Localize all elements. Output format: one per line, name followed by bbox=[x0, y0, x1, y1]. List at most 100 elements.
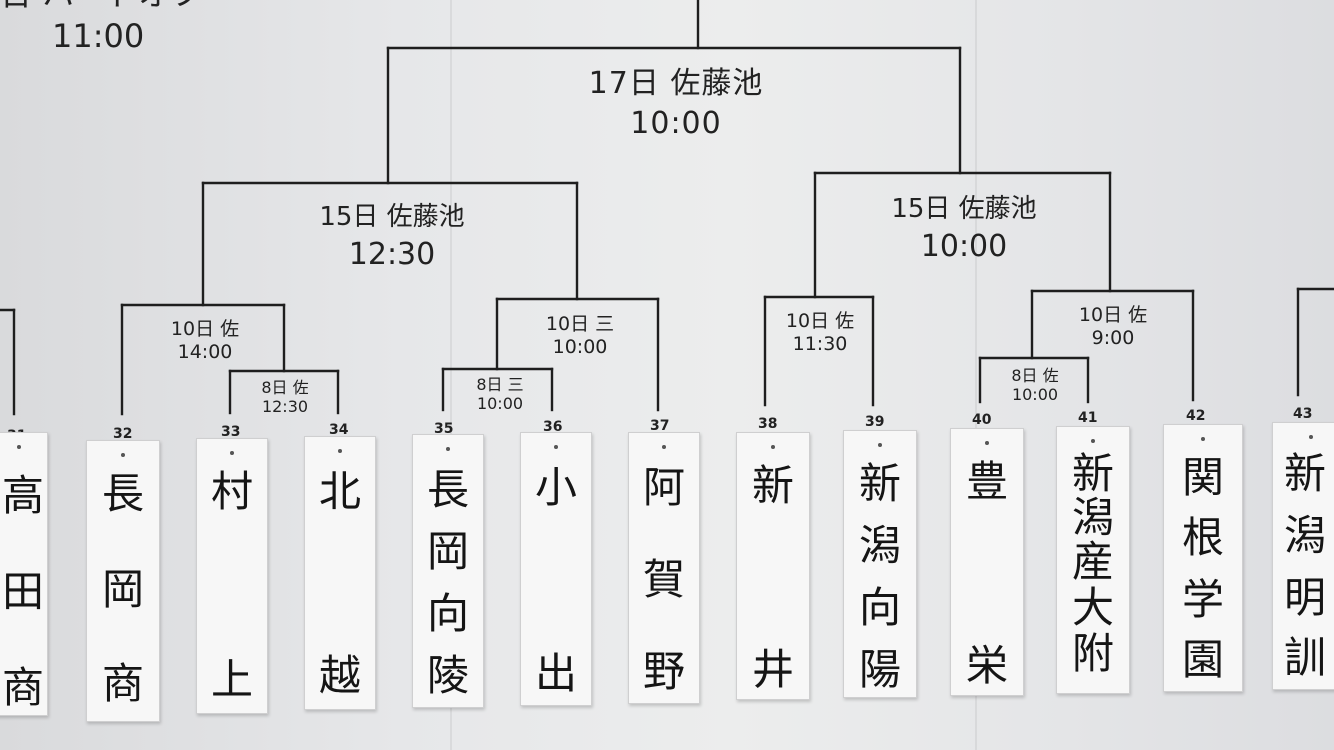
team-char: 栄 bbox=[965, 641, 1008, 690]
team-char: 新 bbox=[1071, 449, 1114, 498]
semi-right-label: 15日 佐藤池 10:00 bbox=[868, 194, 1060, 265]
team-char: 潟 bbox=[1071, 493, 1114, 542]
semi-right-time: 10:00 bbox=[920, 229, 1008, 265]
team-card-43: 新 潟 明 訓 bbox=[1272, 422, 1334, 690]
team-number: 43 bbox=[1293, 406, 1313, 422]
team-char: 野 bbox=[642, 647, 685, 696]
match-time: 9:00 bbox=[1091, 326, 1135, 349]
team-char: 商 bbox=[101, 659, 144, 708]
pin-dot bbox=[554, 445, 558, 449]
pin-dot bbox=[121, 453, 125, 457]
team-card-41: 新 潟 産 大 附 bbox=[1056, 426, 1130, 694]
team-number: 36 bbox=[543, 419, 563, 435]
team-char: 園 bbox=[1181, 635, 1224, 684]
team-char: 井 bbox=[751, 645, 794, 694]
team-char: 高 bbox=[1, 471, 44, 520]
match-label: 10日 三 10:00 bbox=[530, 313, 630, 359]
match-label: 8日 佐 10:00 bbox=[990, 366, 1080, 404]
match-venue: 10日 佐 bbox=[785, 310, 855, 332]
team-number: 32 bbox=[113, 426, 133, 442]
match-venue: 10日 佐 bbox=[170, 318, 240, 340]
team-char: 学 bbox=[1181, 575, 1224, 624]
match-time: 14:00 bbox=[177, 340, 233, 363]
match-venue: 8日 三 bbox=[476, 375, 524, 394]
team-card-42: 関 根 学 園 bbox=[1163, 424, 1243, 692]
match-time: 10:00 bbox=[552, 335, 608, 358]
team-char: 根 bbox=[1181, 513, 1224, 562]
team-char: 陽 bbox=[858, 645, 901, 694]
semi-left-venue: 15日 佐藤池 bbox=[319, 202, 465, 232]
team-char: 豊 bbox=[965, 457, 1008, 506]
team-char: 陵 bbox=[426, 651, 469, 700]
team-char: 新 bbox=[1283, 449, 1326, 498]
pin-dot bbox=[17, 445, 21, 449]
pin-dot bbox=[338, 449, 342, 453]
team-card-40: 豊 栄 bbox=[950, 428, 1024, 696]
header-partial-venue: 日 ハードオフ bbox=[0, 0, 202, 16]
team-char: 長 bbox=[426, 465, 469, 514]
header-time: 11:00 bbox=[52, 16, 145, 55]
team-char: 訓 bbox=[1283, 633, 1326, 682]
match-label: 8日 佐 12:30 bbox=[240, 378, 330, 416]
team-char: 村 bbox=[210, 467, 253, 516]
pin-dot bbox=[1309, 435, 1313, 439]
final-venue: 17日 佐藤池 bbox=[588, 66, 764, 101]
team-char: 向 bbox=[858, 583, 901, 632]
pin-dot bbox=[878, 443, 882, 447]
team-char: 新 bbox=[751, 461, 794, 510]
pin-dot bbox=[446, 447, 450, 451]
board-seam bbox=[450, 0, 452, 750]
match-label: 10日 佐 11:30 bbox=[770, 310, 870, 356]
final-time: 10:00 bbox=[630, 106, 722, 141]
match-label: 8日 三 10:00 bbox=[455, 375, 545, 413]
final-label: 17日 佐藤池 10:00 bbox=[568, 66, 784, 142]
match-time: 12:30 bbox=[261, 397, 309, 417]
team-char: 関 bbox=[1181, 453, 1224, 502]
match-time: 10:00 bbox=[1011, 385, 1059, 405]
team-char: 上 bbox=[210, 655, 253, 704]
pin-dot bbox=[771, 445, 775, 449]
team-number: 40 bbox=[972, 412, 992, 428]
team-card-37: 阿 賀 野 bbox=[628, 432, 700, 704]
semi-left-time: 12:30 bbox=[348, 237, 436, 273]
team-card-32: 長 岡 商 bbox=[86, 440, 160, 722]
team-card-39: 新 潟 向 陽 bbox=[843, 430, 917, 698]
team-char: 岡 bbox=[101, 565, 144, 614]
team-number: 37 bbox=[650, 418, 670, 434]
team-number: 42 bbox=[1186, 408, 1206, 424]
team-card-33: 村 上 bbox=[196, 438, 268, 714]
team-number: 38 bbox=[758, 416, 778, 432]
match-venue: 8日 佐 bbox=[1011, 366, 1059, 385]
team-char: 越 bbox=[318, 651, 361, 700]
team-number: 34 bbox=[329, 422, 349, 438]
team-char: 岡 bbox=[426, 527, 469, 576]
header-partial: 日 ハードオフ 11:00 bbox=[0, 0, 202, 57]
team-char: 潟 bbox=[1283, 511, 1326, 560]
match-time: 10:00 bbox=[476, 394, 524, 414]
semi-right-venue: 15日 佐藤池 bbox=[891, 194, 1037, 224]
team-card-31: 高 田 商 bbox=[0, 432, 48, 716]
team-number: 39 bbox=[865, 414, 885, 430]
team-char: 明 bbox=[1283, 573, 1326, 622]
match-label: 10日 佐 9:00 bbox=[1063, 304, 1163, 350]
team-char: 商 bbox=[1, 663, 44, 712]
team-char: 産 bbox=[1071, 537, 1114, 586]
team-card-34: 北 越 bbox=[304, 436, 376, 710]
pin-dot bbox=[1091, 439, 1095, 443]
team-char: 附 bbox=[1071, 629, 1114, 678]
match-venue: 10日 三 bbox=[545, 313, 615, 335]
team-card-38: 新 井 bbox=[736, 432, 810, 700]
board-seam bbox=[975, 0, 977, 750]
team-char: 阿 bbox=[642, 463, 685, 512]
team-char: 大 bbox=[1071, 583, 1114, 632]
team-card-35: 長 岡 向 陵 bbox=[412, 434, 484, 708]
match-label: 10日 佐 14:00 bbox=[155, 318, 255, 364]
team-char: 潟 bbox=[858, 521, 901, 570]
team-char: 出 bbox=[534, 649, 577, 698]
semi-left-label: 15日 佐藤池 12:30 bbox=[296, 202, 488, 273]
team-card-36: 小 出 bbox=[520, 432, 592, 706]
team-char: 賀 bbox=[642, 555, 685, 604]
match-time: 11:30 bbox=[792, 332, 848, 355]
pin-dot bbox=[230, 451, 234, 455]
